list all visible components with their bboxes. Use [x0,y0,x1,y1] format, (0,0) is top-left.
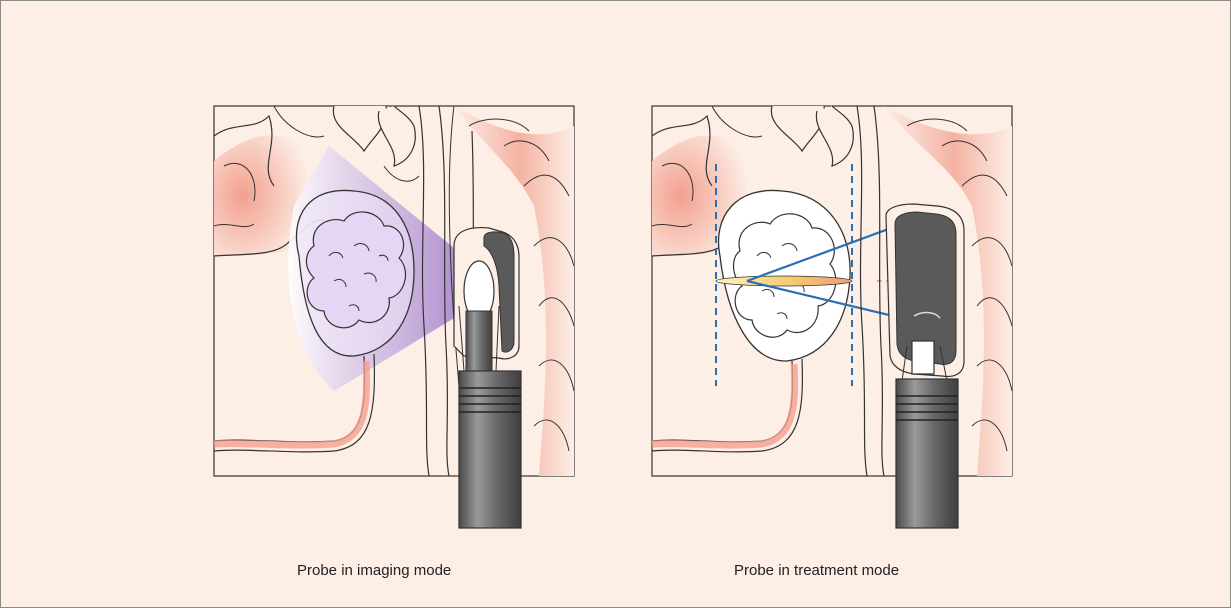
treatment-mode-panel [652,106,1012,528]
transducer-probe [454,228,521,528]
imaging-mode-illustration [214,106,574,528]
imaging-mode-caption: Probe in imaging mode [297,562,451,579]
imaging-mode-panel [214,106,574,528]
treatment-mode-illustration [652,106,1012,528]
treatment-mode-caption: Probe in treatment mode [734,562,899,579]
transducer-probe [886,204,964,528]
focal-lesion [716,276,852,286]
